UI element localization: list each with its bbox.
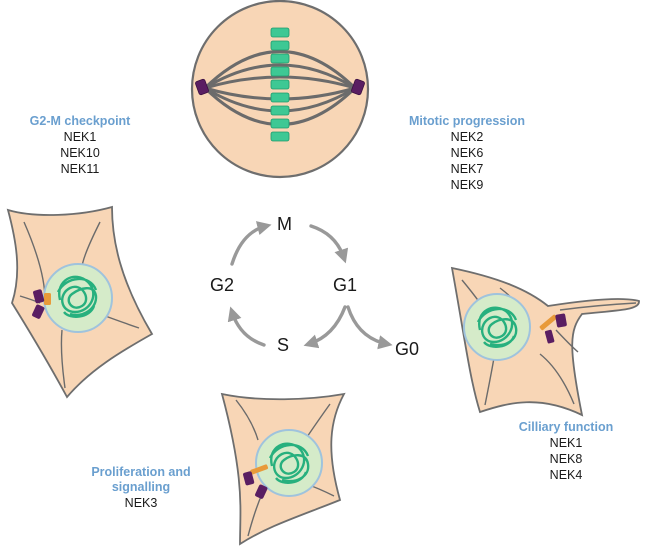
g2m-checkpoint-title: G2-M checkpoint [29, 114, 131, 128]
phase-g0-label: G0 [395, 339, 420, 359]
phase-g1-label: G1 [333, 275, 358, 295]
arrow-m-to-g1 [309, 224, 349, 264]
ciliary-function-title: Cilliary function [518, 420, 614, 434]
phase-m-label: M [277, 214, 292, 234]
cell-cycle-arrows [227, 221, 393, 350]
arrow-s-to-g2 [227, 306, 266, 347]
ciliary-gene: NEK4 [549, 468, 583, 482]
mitotic-gene: NEK2 [450, 130, 484, 144]
arrow-g1-to-s [303, 305, 347, 349]
phase-g2-label: G2 [210, 275, 235, 295]
mitotic-progression-group: Mitotic progression NEK2 NEK6 NEK7 NEK9 [397, 114, 537, 193]
mitotic-gene: NEK6 [450, 146, 484, 160]
arrow-g2-to-m [230, 221, 272, 266]
g2-cell-nucleus [43, 263, 113, 333]
s-phase-cell-chromatin [268, 442, 310, 484]
ciliary-function-group: Cilliary function NEK1 NEK8 NEK4 [496, 420, 636, 483]
g2-cell-chromatin [56, 275, 98, 318]
ciliated-cell [450, 266, 640, 417]
ciliary-gene: NEK8 [549, 452, 583, 466]
proliferation-gene: NEK3 [124, 496, 158, 510]
mitotic-gene: NEK7 [450, 162, 484, 176]
ciliary-gene: NEK1 [549, 436, 583, 450]
primary-cilium [559, 302, 637, 311]
spindle-poles [195, 78, 365, 96]
g2m-gene: NEK11 [60, 162, 100, 176]
g2m-checkpoint-group: G2-M checkpoint NEK1 NEK10 NEK11 [20, 114, 140, 177]
ciliated-cell-basal-body [539, 313, 567, 344]
proliferation-title-line1: Proliferation and [91, 465, 191, 479]
ciliated-cell-nucleus [463, 293, 531, 361]
mitotic-gene: NEK9 [450, 178, 484, 192]
g2-cell-centrosomes [32, 289, 51, 319]
s-phase-cell-centrosomes [243, 464, 269, 499]
ciliated-cell-chromatin [476, 306, 518, 348]
arrow-g1-to-g0 [346, 305, 393, 350]
metaphase-chromosomes [270, 27, 290, 142]
phase-s-label: S [277, 335, 290, 355]
g2-cell [6, 205, 154, 399]
g2m-gene: NEK1 [63, 130, 97, 144]
proliferation-group: Proliferation and signalling NEK3 [76, 465, 206, 511]
s-phase-cell [220, 392, 346, 546]
mitotic-progression-title: Mitotic progression [409, 114, 525, 128]
proliferation-title-line2: signalling [111, 480, 171, 494]
g2m-gene: NEK10 [60, 146, 100, 160]
s-phase-cell-nucleus [255, 429, 323, 497]
mitotic-cell [190, 0, 370, 179]
